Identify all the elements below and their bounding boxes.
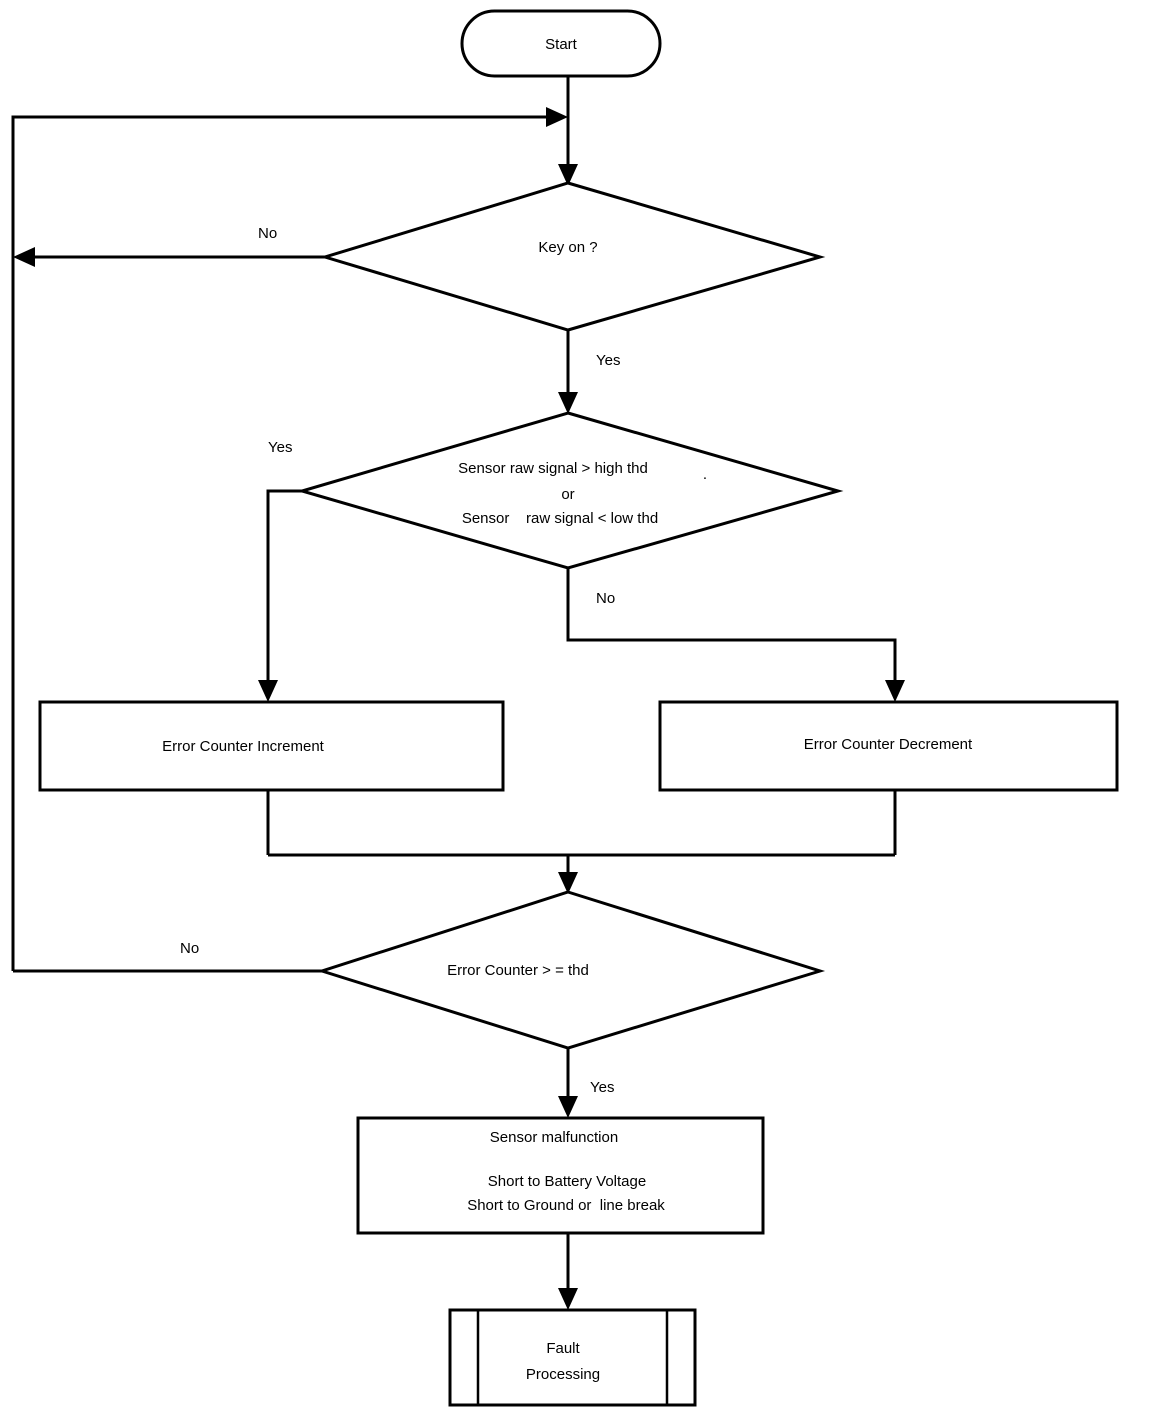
node-counter-threshold-label: Error Counter > = thd	[447, 962, 589, 979]
edge-threshold-yes	[266, 489, 302, 692]
node-key-on-label: Key on ?	[538, 239, 597, 256]
node-counter-threshold[interactable]	[317, 890, 826, 1050]
edge-label-counter-yes: Yes	[590, 1079, 614, 1096]
node-counter-increment[interactable]	[38, 700, 505, 792]
arrowhead-threshold-no	[885, 680, 905, 702]
node-start[interactable]	[460, 9, 662, 78]
node-threshold-check-line3: Sensor raw signal < low thd	[462, 510, 658, 527]
node-threshold-check-line2: or	[561, 486, 574, 503]
node-fault-processing-line1: Fault	[546, 1340, 580, 1357]
edge-label-keyon-no: No	[258, 225, 277, 242]
node-start-label: Start	[545, 36, 578, 53]
edge-label-threshold-no: No	[596, 590, 615, 607]
node-threshold-check-line1: Sensor raw signal > high thd	[458, 460, 648, 477]
node-sensor-malfunction-line1: Sensor malfunction	[490, 1129, 618, 1146]
arrowhead-threshold-yes	[258, 680, 278, 702]
node-fault-processing-line2: Processing	[526, 1366, 600, 1383]
edge-threshold-no	[566, 568, 897, 692]
node-sensor-malfunction-line2: Short to Battery Voltage	[488, 1173, 646, 1190]
node-sensor-malfunction[interactable]	[356, 1116, 765, 1235]
node-counter-decrement-label: Error Counter Decrement	[804, 736, 973, 753]
node-counter-decrement[interactable]	[658, 700, 1119, 792]
edge-label-keyon-yes: Yes	[596, 352, 620, 369]
arrowhead-keyon-yes	[558, 392, 578, 414]
arrowhead-merge-to-counter-check	[558, 872, 578, 894]
node-threshold-check-dot-mark: .	[703, 466, 707, 483]
edge-label-counter-no: No	[180, 940, 199, 957]
node-key-on[interactable]	[319, 181, 826, 332]
arrowhead-loop-return	[546, 107, 568, 127]
arrowhead-counter-yes	[558, 1096, 578, 1118]
node-counter-increment-label: Error Counter Increment	[162, 738, 325, 755]
arrowhead-keyon-no	[13, 247, 35, 267]
arrowhead-start-to-keyon	[558, 164, 578, 186]
edge-loop-return-rail	[11, 115, 546, 971]
node-threshold-check[interactable]	[296, 411, 844, 570]
arrowhead-malfunction-to-fault	[558, 1288, 578, 1310]
edge-label-threshold-yes: Yes	[268, 439, 292, 456]
node-fault-processing[interactable]	[448, 1308, 697, 1407]
node-sensor-malfunction-line3: Short to Ground or line break	[467, 1197, 665, 1214]
